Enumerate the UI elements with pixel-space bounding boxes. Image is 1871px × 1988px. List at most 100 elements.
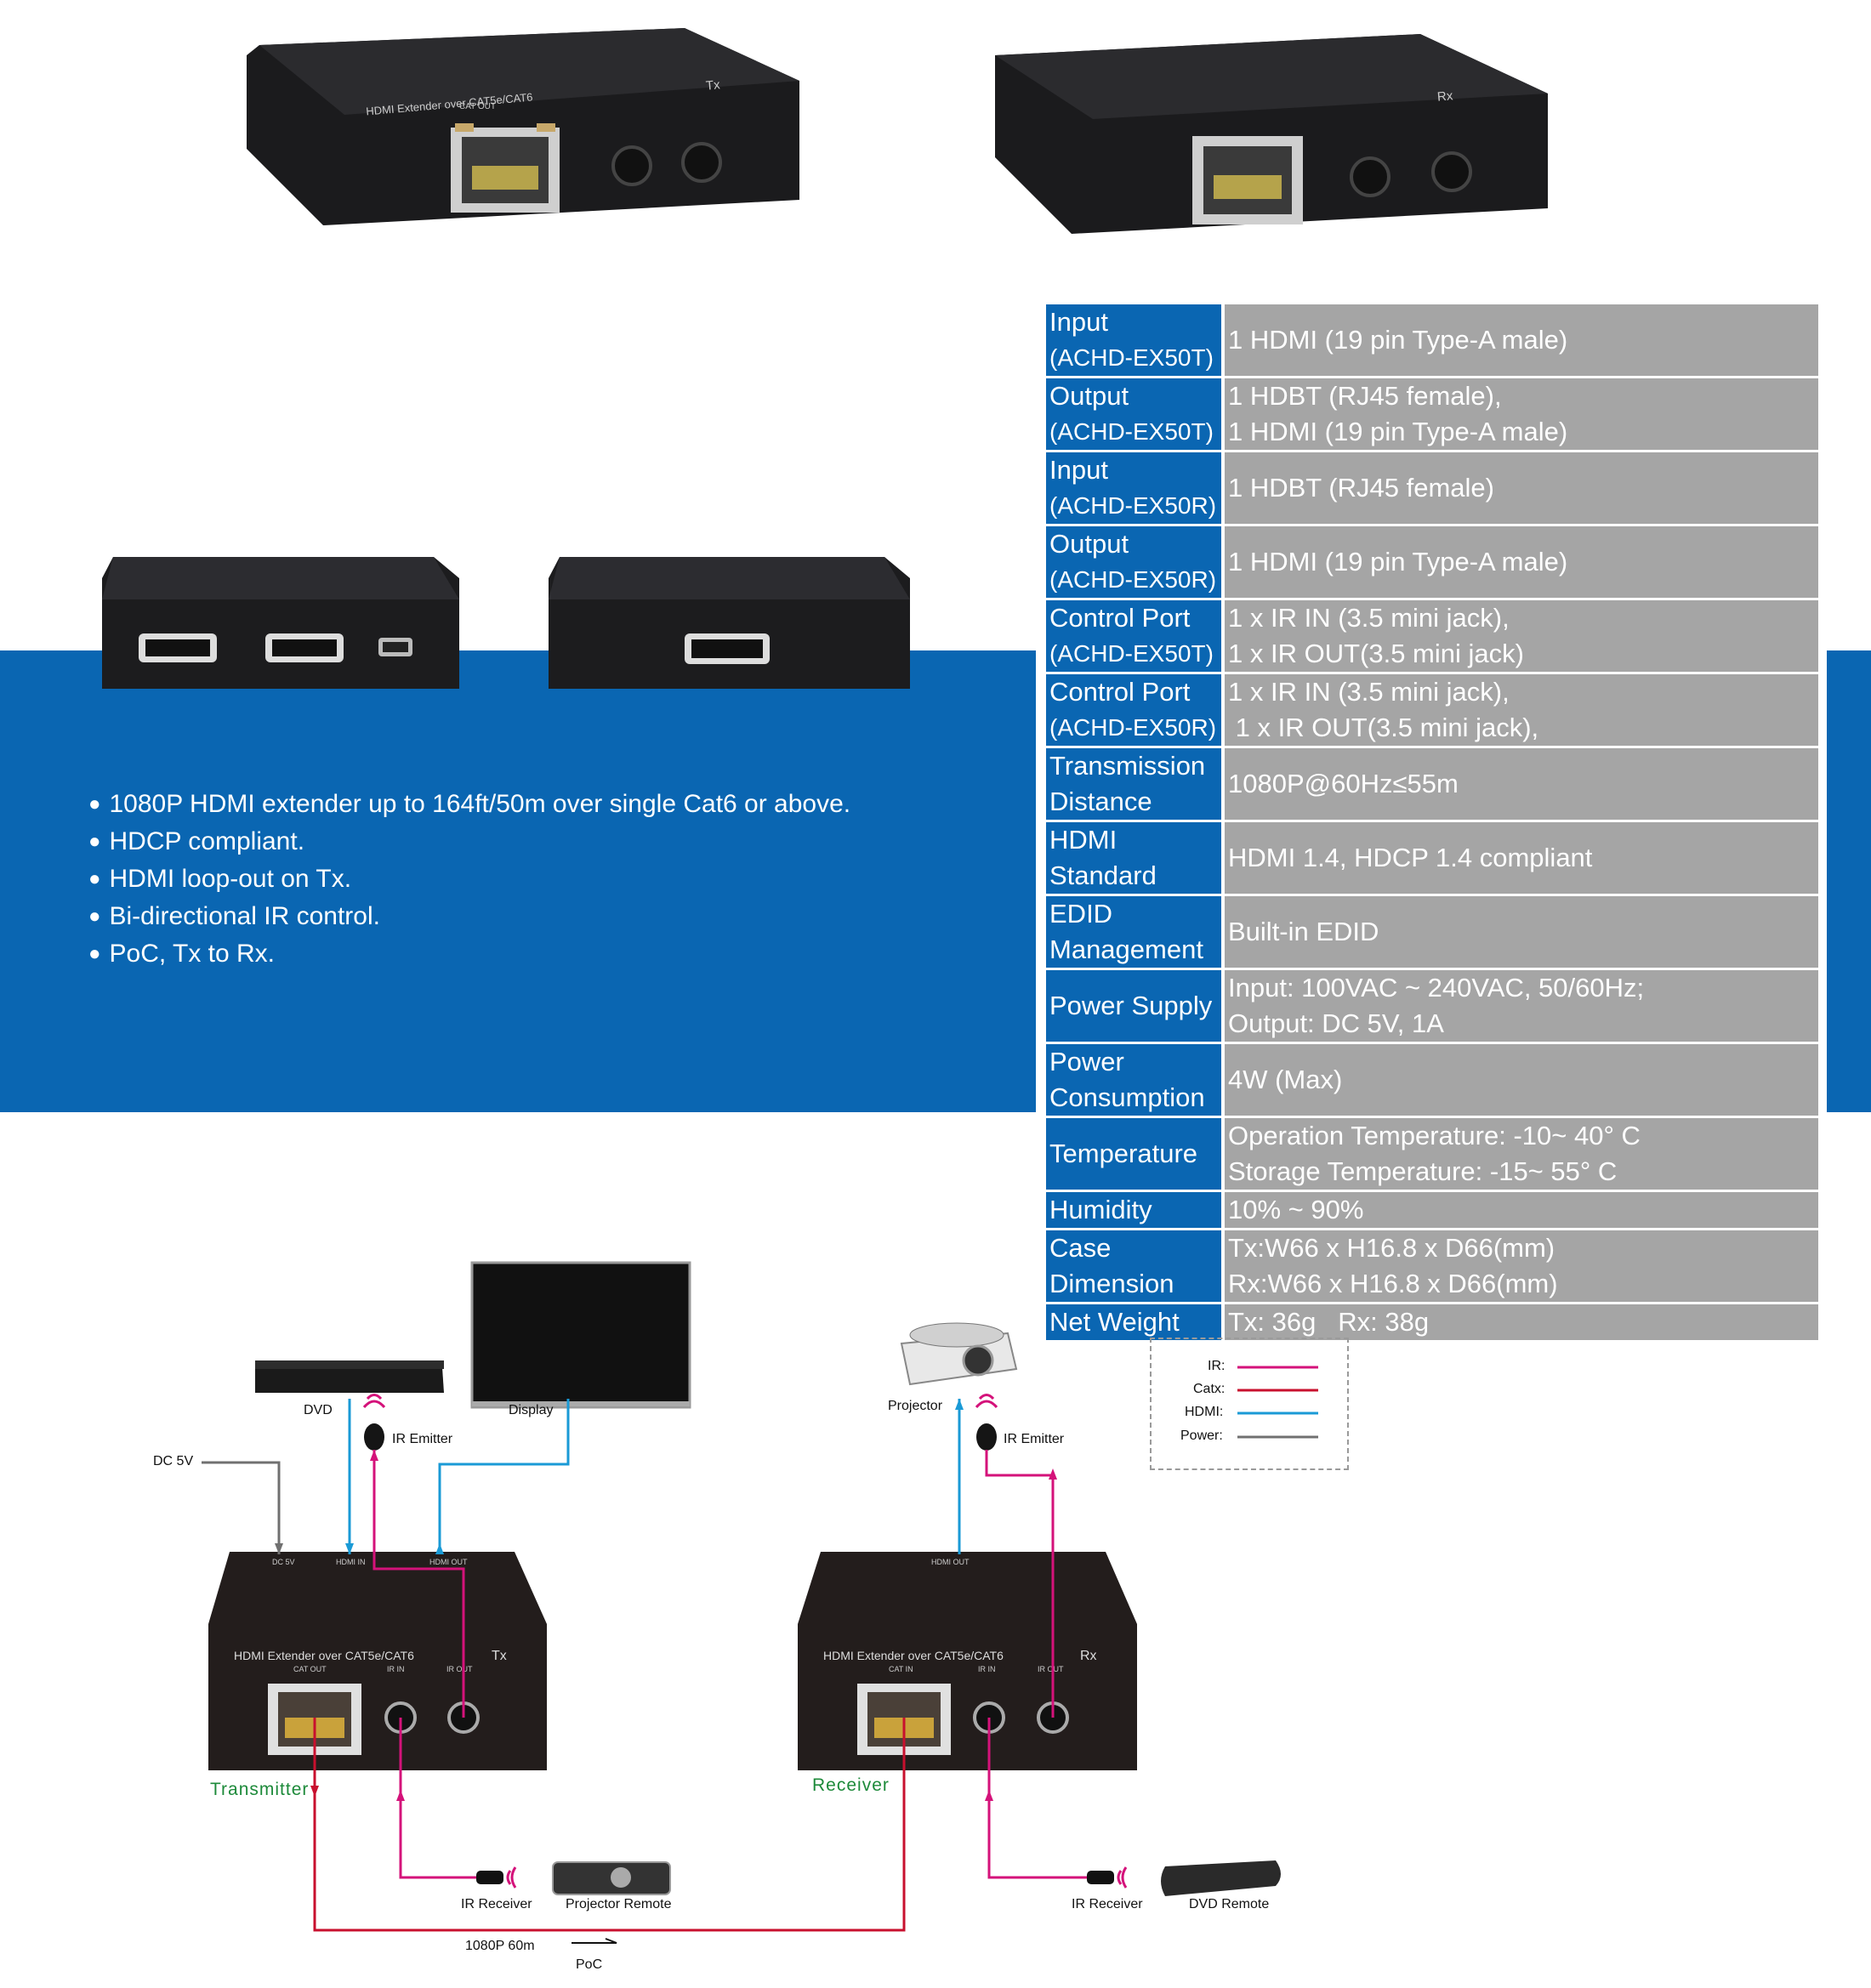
rx-badge-print: Rx	[1436, 88, 1454, 105]
spec-label: Power Supply	[1046, 970, 1225, 1044]
feature-item: Bi-directional IR control.	[88, 899, 850, 936]
ir-receiver-label: IR Receiver	[461, 1897, 532, 1911]
tx-ir-in-print: IR IN	[387, 1665, 405, 1673]
poc-label: PoC	[576, 1957, 603, 1972]
spec-value: Input: 100VAC ~ 240VAC, 50/60Hz;Output: …	[1225, 970, 1818, 1044]
spec-row-temperature: Temperature Operation Temperature: -10~ …	[1046, 1118, 1818, 1192]
ir-receiver-label: IR Receiver	[1072, 1897, 1143, 1911]
legend-power-label: Power:	[1180, 1429, 1223, 1443]
rx-cat-in-print: CAT IN	[889, 1665, 913, 1673]
spec-label: Output(ACHD-EX50T)	[1046, 378, 1225, 452]
dvd-remote-label: DVD Remote	[1189, 1897, 1270, 1911]
rx-side-photo	[549, 557, 910, 689]
spec-value: 1 HDBT (RJ45 female),1 HDMI (19 pin Type…	[1225, 378, 1818, 452]
dc5v-label: DC 5V	[153, 1454, 194, 1468]
spec-value: 1 HDMI (19 pin Type-A male)	[1225, 526, 1818, 600]
rx-hdmi-out-print: HDMI OUT	[931, 1558, 970, 1566]
spec-row-control-tx: Control Port(ACHD-EX50T) 1 x IR IN (3.5 …	[1046, 600, 1818, 674]
display-label: Display	[509, 1403, 554, 1417]
dvd-remote-icon	[1161, 1860, 1281, 1896]
projector-remote-label: Projector Remote	[566, 1897, 672, 1911]
tx-dc5v-print: DC 5V	[272, 1558, 295, 1566]
transmitter-label: Transmitter	[210, 1780, 310, 1799]
spec-value: HDMI 1.4, HDCP 1.4 compliant	[1225, 822, 1818, 896]
tx-hdmi-in-print: HDMI IN	[336, 1558, 366, 1566]
ir-emitter-icon	[364, 1423, 384, 1451]
spec-table: Input(ACHD-EX50T) 1 HDMI (19 pin Type-A …	[1046, 304, 1818, 1343]
ir-emitter-icon	[976, 1423, 997, 1451]
rx-device-photo	[995, 34, 1548, 234]
connection-diagram: HDMI Extender over CAT5e/CAT6 Tx DC 5V H…	[202, 1261, 1318, 1944]
spec-label: Input(ACHD-EX50T)	[1046, 304, 1225, 378]
legend-hdmi-label: HDMI:	[1185, 1405, 1224, 1419]
spec-row-input-tx: Input(ACHD-EX50T) 1 HDMI (19 pin Type-A …	[1046, 304, 1818, 378]
feature-item: HDMI loop-out on Tx.	[88, 861, 850, 899]
spec-label: Control Port(ACHD-EX50T)	[1046, 600, 1225, 674]
tx-ir-out-print: IR OUT	[446, 1665, 473, 1673]
tx-box-badge: Tx	[492, 1649, 507, 1663]
ir-emitter-label: IR Emitter	[1004, 1432, 1065, 1446]
ir-receiver-icon	[1087, 1871, 1114, 1884]
spec-value: 4W (Max)	[1225, 1044, 1818, 1118]
tx-badge-print: Tx	[705, 77, 721, 94]
spec-value: 1 HDBT (RJ45 female)	[1225, 452, 1818, 526]
tx-hdmi-out-print: HDMI OUT	[429, 1558, 468, 1566]
tx-device-photo	[247, 28, 799, 225]
spec-row-power-supply: Power Supply Input: 100VAC ~ 240VAC, 50/…	[1046, 970, 1818, 1044]
legend-catx-label: Catx:	[1193, 1382, 1226, 1396]
ir-receiver-icon	[476, 1871, 503, 1884]
spec-value: Tx: 36g Rx: 38g	[1225, 1304, 1818, 1343]
spec-label: Control Port(ACHD-EX50R)	[1046, 674, 1225, 748]
side-band	[1827, 650, 1871, 1112]
legend-ir-label: IR:	[1208, 1359, 1226, 1373]
spec-value: 1 HDMI (19 pin Type-A male)	[1225, 304, 1818, 378]
spec-row-output-tx: Output(ACHD-EX50T) 1 HDBT (RJ45 female),…	[1046, 378, 1818, 452]
spec-value: Built-in EDID	[1225, 896, 1818, 970]
spec-label: Input(ACHD-EX50R)	[1046, 452, 1225, 526]
ir-emitter-label: IR Emitter	[392, 1432, 453, 1446]
tx-cat-out-print: CAT OUT	[293, 1665, 327, 1673]
spec-value: 1 x IR IN (3.5 mini jack),1 x IR OUT(3.5…	[1225, 600, 1818, 674]
cable-length-label: 1080P 60m	[465, 1939, 535, 1953]
spec-row-humidity: Humidity 10% ~ 90%	[1046, 1192, 1818, 1230]
spec-value: 1 x IR IN (3.5 mini jack), 1 x IR OUT(3.…	[1225, 674, 1818, 748]
tx-cat-out-print: CAT OUT	[459, 102, 496, 111]
rx-ir-in-print: IR IN	[978, 1665, 996, 1673]
spec-label: Humidity	[1046, 1192, 1225, 1230]
spec-row-weight: Net Weight Tx: 36g Rx: 38g	[1046, 1304, 1818, 1343]
spec-row-input-rx: Input(ACHD-EX50R) 1 HDBT (RJ45 female)	[1046, 452, 1818, 526]
dvd-label: DVD	[304, 1403, 333, 1417]
rx-box-badge: Rx	[1080, 1649, 1097, 1663]
receiver-label: Receiver	[812, 1775, 890, 1795]
rx-ir-out-print: IR OUT	[1038, 1665, 1064, 1673]
spec-row-output-rx: Output(ACHD-EX50R) 1 HDMI (19 pin Type-A…	[1046, 526, 1818, 600]
spec-label: Net Weight	[1046, 1304, 1225, 1343]
feature-item: 1080P HDMI extender up to 164ft/50m over…	[88, 787, 851, 824]
spec-value: 10% ~ 90%	[1225, 1192, 1818, 1230]
rx-box-title: HDMI Extender over CAT5e/CAT6	[823, 1649, 1004, 1662]
spec-value: 1080P@60Hz≤55m	[1225, 748, 1818, 822]
projector-label: Projector	[888, 1399, 943, 1413]
spec-label: Output(ACHD-EX50R)	[1046, 526, 1225, 600]
tx-side-photo	[102, 557, 459, 689]
spec-label: Temperature	[1046, 1118, 1225, 1192]
feature-item: HDCP compliant.	[88, 824, 850, 861]
spec-row-control-rx: Control Port(ACHD-EX50R) 1 x IR IN (3.5 …	[1046, 674, 1818, 748]
feature-item: PoC, Tx to Rx.	[88, 936, 850, 974]
spec-value: Tx:W66 x H16.8 x D66(mm)Rx:W66 x H16.8 x…	[1225, 1230, 1818, 1304]
dvd-player-icon	[255, 1367, 444, 1393]
feature-list: 1080P HDMI extender up to 164ft/50m over…	[88, 787, 851, 974]
display-icon	[470, 1261, 691, 1409]
legend-box	[1150, 1338, 1349, 1470]
